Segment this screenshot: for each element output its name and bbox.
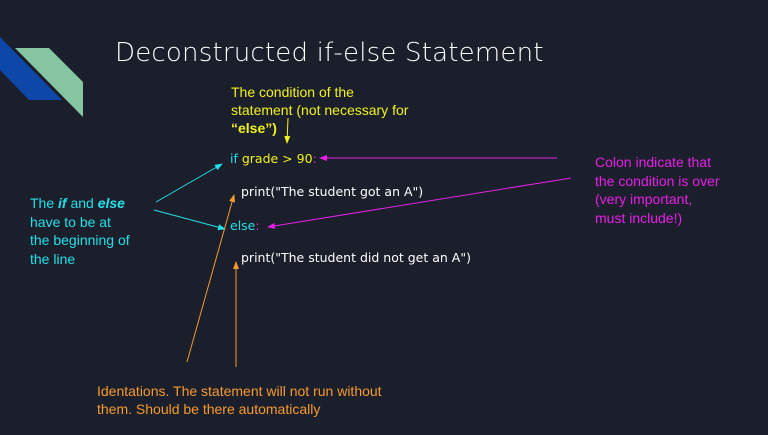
code-print-1: print("The student got an A") xyxy=(241,184,424,199)
text: if xyxy=(58,195,67,211)
note-line: Identations. The statement will not run … xyxy=(97,383,382,399)
code-else-line: else: xyxy=(230,218,260,233)
note-line: have to be at xyxy=(30,213,111,230)
else-arrow xyxy=(153,209,226,231)
condition-arrow xyxy=(284,117,291,144)
note-line: “else”) xyxy=(231,120,277,136)
colon: : xyxy=(312,151,317,166)
note-line: The if and else xyxy=(30,194,130,213)
note-line: statement (not necessary for xyxy=(231,102,409,118)
colon-note: Colon indicate that the condition is ove… xyxy=(595,153,720,227)
logo-blue-stripe xyxy=(0,37,62,100)
slide-title: Deconstructed if-else Statement xyxy=(115,38,544,68)
note-line: must include!) xyxy=(595,209,683,226)
condition-note: The condition of the statement (not nece… xyxy=(231,83,408,137)
text: and xyxy=(66,195,98,211)
note-line: (very important, xyxy=(595,191,693,207)
text: The xyxy=(30,195,59,211)
indent-arrow-1 xyxy=(186,194,235,363)
text: else xyxy=(97,195,125,211)
else-keyword: else xyxy=(230,218,256,233)
note-line: Colon indicate that xyxy=(595,154,711,170)
indent-note: Identations. The statement will not run … xyxy=(97,382,382,418)
note-line: the beginning of xyxy=(30,232,130,248)
condition: grade > 90 xyxy=(237,151,313,166)
note-line: the line xyxy=(30,250,76,267)
keyword-note: The if and else have to be at the beginn… xyxy=(30,194,130,268)
note-line: The condition of the xyxy=(231,84,354,100)
if-arrow xyxy=(155,163,223,203)
if-keyword: if xyxy=(230,151,238,166)
code-if-line: if grade > 90: xyxy=(230,151,317,166)
logo-green-stripe xyxy=(15,48,83,117)
note-line: the condition is over xyxy=(595,172,720,189)
note-line: them. Should be there automatically xyxy=(97,401,321,417)
colon-else-arrow xyxy=(267,177,572,229)
code-print-2: print("The student did not get an A") xyxy=(241,250,471,265)
colon: : xyxy=(255,218,260,233)
